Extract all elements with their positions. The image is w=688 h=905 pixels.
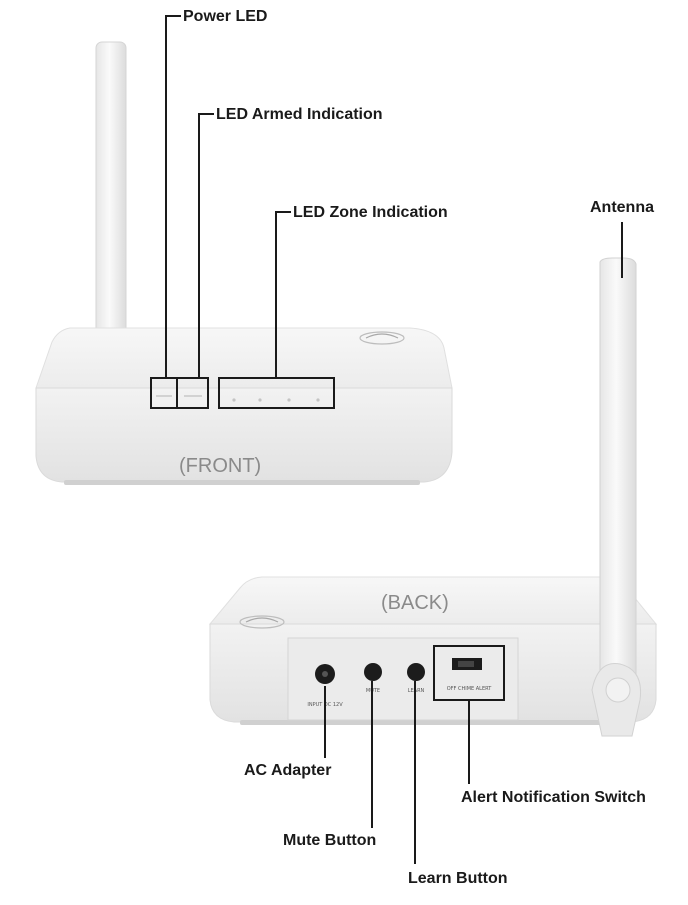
alert-switch-label: Alert Notification Switch: [461, 789, 646, 806]
back-antenna: [591, 257, 642, 737]
front-view-label: (FRONT): [179, 455, 262, 477]
zone-led-4: [316, 398, 320, 402]
back-device-base: [240, 720, 630, 725]
back-device: INPUT DC 12V MUTE LEARN OFF CHIME ALERT: [208, 257, 658, 737]
front-antenna: [95, 41, 127, 343]
learn-port-label: LEARN: [408, 688, 425, 694]
alert-switch-knob: [458, 661, 474, 667]
back-logo: [239, 615, 285, 629]
armed-led-box: [176, 377, 209, 409]
zone-led-1: [232, 398, 236, 402]
learn-button-label: Learn Button: [408, 870, 508, 887]
zone-led-3: [287, 398, 291, 402]
mute-button-label: Mute Button: [283, 832, 377, 849]
front-device: [35, 41, 453, 485]
led-zone-leader: [275, 211, 291, 378]
zone-led-2: [258, 398, 262, 402]
led-armed-leader: [198, 113, 214, 378]
leader-lines: [165, 15, 623, 864]
power-led-label: Power LED: [183, 8, 268, 25]
ac-adapter-pin: [322, 671, 328, 677]
back-view-label: (BACK): [381, 592, 449, 614]
mute-button: [364, 663, 382, 681]
power-led-leader: [165, 15, 181, 378]
antenna-label: Antenna: [590, 199, 654, 216]
front-device-base: [64, 480, 420, 485]
led-zone-label: LED Zone Indication: [293, 204, 448, 221]
front-device-face: [35, 387, 453, 483]
learn-button: [407, 663, 425, 681]
ac-adapter-label: AC Adapter: [244, 762, 332, 779]
led-armed-label: LED Armed Indication: [216, 106, 383, 123]
front-logo: [359, 331, 405, 345]
switch-position-labels: OFF CHIME ALERT: [447, 686, 493, 692]
